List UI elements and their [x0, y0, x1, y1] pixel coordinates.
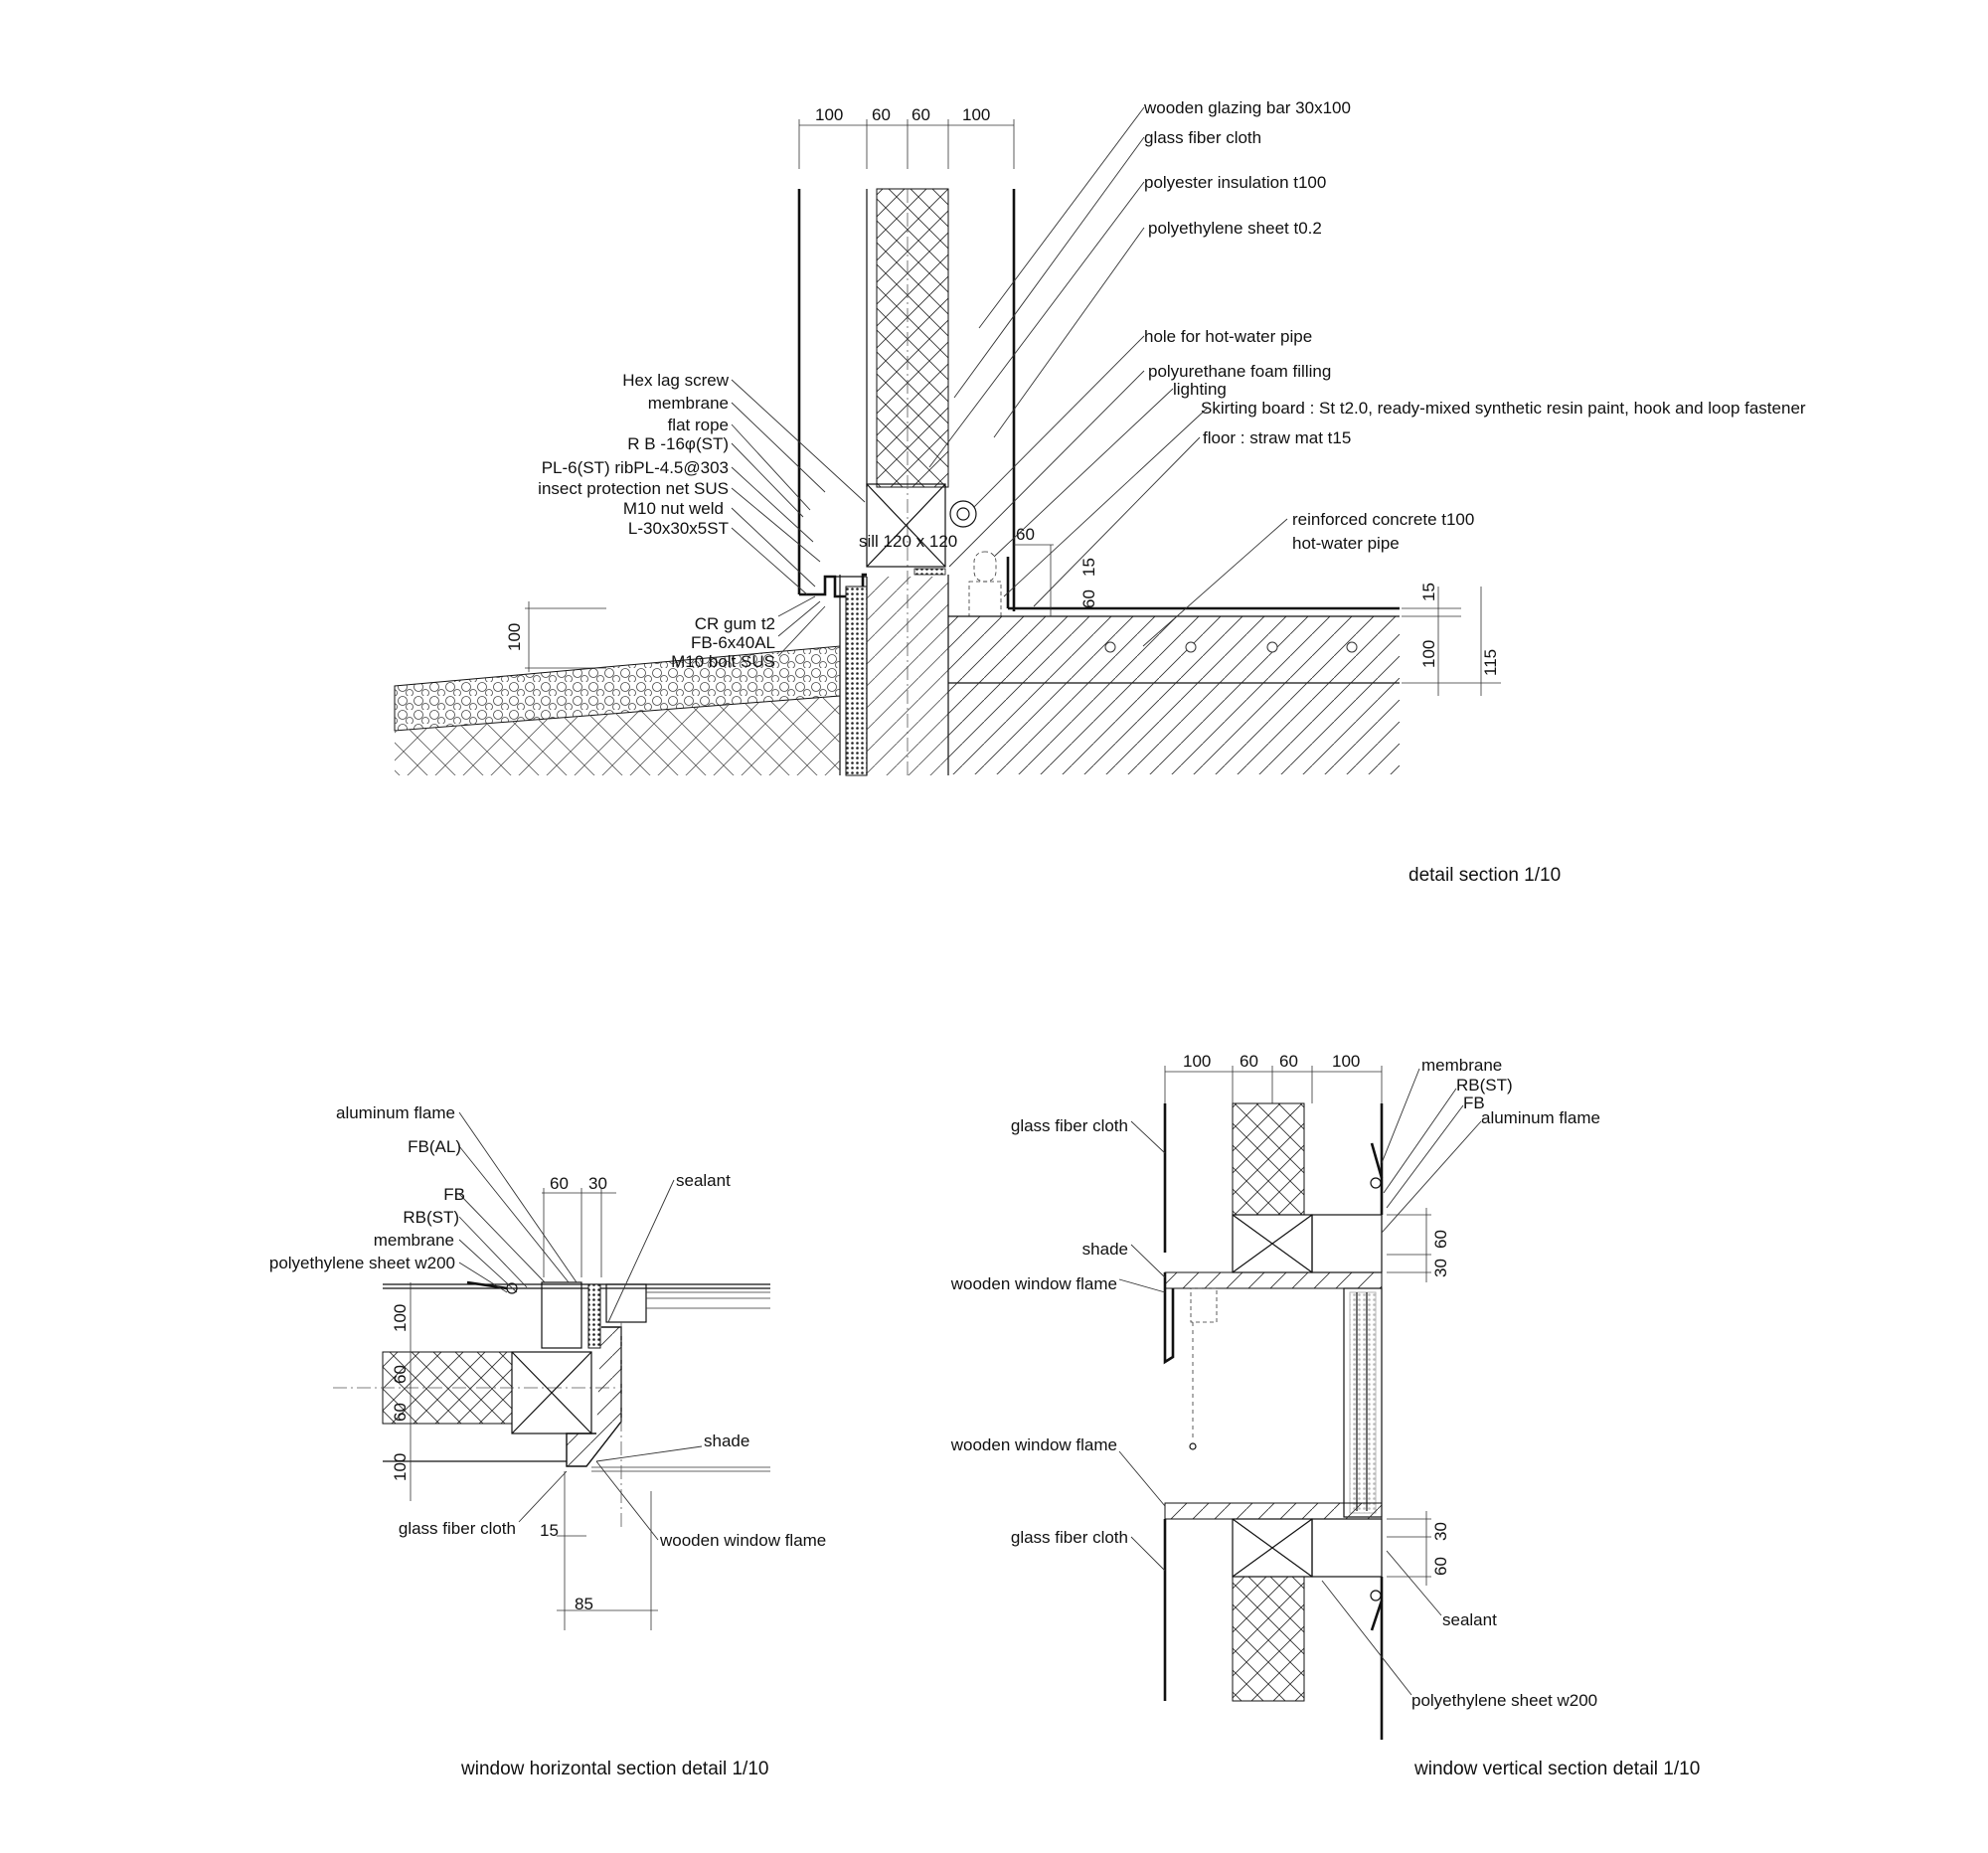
callout: PL-6(ST) ribPL-4.5@303 [542, 458, 729, 477]
dim-label: 60 [1279, 1052, 1298, 1071]
callout: membrane [374, 1231, 454, 1250]
dim-label: 60 [911, 105, 930, 124]
callouts-left: Hex lag screw membrane flat rope R B -16… [538, 371, 775, 671]
concrete-slab: 15 100 115 60 60 15 [948, 525, 1501, 774]
dim-label: 60 [1431, 1230, 1450, 1249]
callout: aluminum flame [336, 1103, 455, 1122]
dimension-top: 100 60 60 100 [798, 105, 1015, 169]
callout: Skirting board : St t2.0, ready-mixed sy… [1201, 399, 1806, 418]
callout: FB(AL) [408, 1137, 461, 1156]
dim-label: 100 [962, 105, 990, 124]
callout: insect protection net SUS [538, 479, 729, 498]
callout: polyethylene sheet w200 [269, 1254, 455, 1272]
dim-label: 30 [1431, 1259, 1450, 1277]
callout: R B -16φ(ST) [627, 434, 729, 453]
callout: polyethylene sheet w200 [1411, 1691, 1597, 1710]
dim-label: 100 [1183, 1052, 1211, 1071]
callout: wooden window flame [950, 1274, 1117, 1293]
callout: M10 nut weld [623, 499, 724, 518]
dim-label: 15 [540, 1521, 559, 1540]
dim-label: 60 [872, 105, 891, 124]
drawing-title: window horizontal section detail 1/10 [460, 1759, 768, 1779]
callout: polyurethane foam filling [1148, 362, 1331, 381]
dim-label: 15 [1419, 583, 1438, 601]
dim-label: 100 [505, 623, 524, 651]
callout: lighting [1173, 380, 1227, 399]
dim-label: 100 [1419, 640, 1438, 668]
callout: wooden glazing bar 30x100 [1143, 98, 1351, 117]
callout: wooden window flame [950, 1435, 1117, 1454]
callout: glass fiber cloth [1144, 128, 1261, 147]
callout: floor : straw mat t15 [1203, 428, 1351, 447]
drawing-title: window vertical section detail 1/10 [1413, 1759, 1700, 1779]
ground: 100 [394, 601, 841, 775]
callout: Hex lag screw [622, 371, 729, 390]
dim-label: 85 [575, 1595, 593, 1613]
callout: polyethylene sheet t0.2 [1148, 219, 1322, 238]
sill-label: sill 120 x 120 [859, 532, 957, 551]
callout: reinforced concrete t100 [1292, 510, 1474, 529]
dim-label: 60 [391, 1403, 410, 1422]
dim-label: 60 [391, 1365, 410, 1384]
dim-label: 100 [391, 1453, 410, 1481]
dim-label: 100 [391, 1304, 410, 1332]
callout: glass fiber cloth [1011, 1116, 1128, 1135]
callout: sealant [676, 1171, 731, 1190]
window-horizontal-section: 60 30 15 85 100 60 60 100 aluminum flame… [269, 1103, 826, 1779]
callout: FB [1463, 1094, 1485, 1112]
callout: CR gum t2 [695, 614, 775, 633]
callout: membrane [648, 394, 729, 413]
callout: shade [704, 1432, 749, 1450]
callouts-right: wooden glazing bar 30x100 glass fiber cl… [1143, 98, 1806, 553]
callout: hot-water pipe [1292, 534, 1400, 553]
callout: sealant [1442, 1610, 1497, 1629]
dim-label: 60 [1016, 525, 1035, 544]
window-vertical-section: 100 60 60 100 60 30 30 60 [950, 1052, 1701, 1779]
dim-label: 100 [1332, 1052, 1360, 1071]
detail-section: 100 60 60 100 sill 120 x 120 [394, 98, 1806, 886]
callout: aluminum flame [1481, 1108, 1600, 1127]
dim-label: 60 [550, 1174, 569, 1193]
callout: RB(ST) [1456, 1076, 1513, 1095]
callout: FB-6x40AL [691, 633, 775, 652]
callout: flat rope [668, 416, 729, 434]
callout: glass fiber cloth [1011, 1528, 1128, 1547]
callout: membrane [1421, 1056, 1502, 1075]
callout: glass fiber cloth [399, 1519, 516, 1538]
callout: wooden window flame [659, 1531, 826, 1550]
callout: FB [443, 1185, 465, 1204]
callout: L-30x30x5ST [628, 519, 729, 538]
callout: M10 bolt SUS [671, 652, 775, 671]
callout: hole for hot-water pipe [1144, 327, 1312, 346]
dim-label: 115 [1481, 649, 1500, 676]
callout: RB(ST) [403, 1208, 459, 1227]
dim-label: 100 [815, 105, 843, 124]
callout: polyester insulation t100 [1144, 173, 1326, 192]
dim-label: 30 [588, 1174, 607, 1193]
drawing-title: detail section 1/10 [1408, 865, 1561, 886]
wall-section: sill 120 x 120 [797, 188, 1016, 776]
dim-label: 30 [1431, 1522, 1450, 1541]
dim-label: 60 [1240, 1052, 1258, 1071]
dim-label: 60 [1079, 590, 1098, 608]
dim-label: 60 [1431, 1557, 1450, 1576]
callout: shade [1082, 1240, 1128, 1259]
dim-label: 15 [1079, 558, 1098, 577]
